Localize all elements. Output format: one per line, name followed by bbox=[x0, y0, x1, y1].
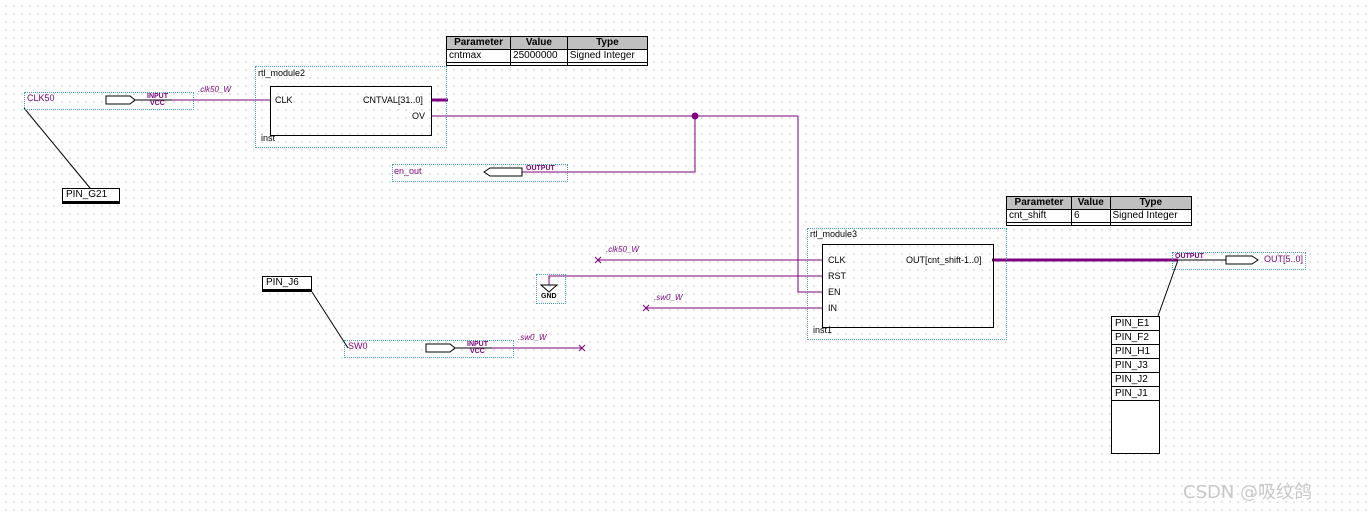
module3-port-clk: CLK bbox=[828, 255, 846, 265]
module3-port-out: OUT[cnt_shift-1..0] bbox=[906, 255, 982, 265]
output-symbol-en bbox=[483, 167, 523, 177]
sw-m3-net-label: .sw0_W bbox=[654, 293, 683, 302]
input-symbol-clk bbox=[105, 95, 136, 105]
no-connect-x bbox=[642, 304, 650, 312]
module3-param-table: Parameter Value Type cnt_shift 6 Signed … bbox=[1006, 196, 1193, 226]
module2-port-ov: OV bbox=[412, 111, 426, 121]
clk-net-label: .clk50_W bbox=[198, 85, 231, 94]
input-symbol-sw bbox=[425, 343, 456, 353]
module2-name: rtl_module2 bbox=[258, 68, 306, 78]
no-connect-x bbox=[578, 344, 586, 352]
module2-inst: inst bbox=[261, 133, 276, 143]
pin-pointer bbox=[23, 107, 91, 189]
sw-input-name: SW0 bbox=[348, 341, 368, 351]
pin-sw-box: PIN_J6 bbox=[262, 276, 312, 292]
module3-frame[interactable] bbox=[807, 228, 1007, 340]
output-symbol-out bbox=[1225, 255, 1259, 265]
watermark: CSDN @吸纹鸽 bbox=[1183, 482, 1313, 503]
param-cell: cntmax bbox=[445, 49, 512, 63]
gnd-symbol bbox=[539, 284, 559, 293]
param-cell: Signed Integer bbox=[566, 49, 649, 63]
module2-port-cntval: CNTVAL[31..0] bbox=[363, 95, 423, 105]
pin-out-item: PIN_J1 bbox=[1112, 387, 1159, 401]
wire-ov-en bbox=[797, 116, 822, 293]
module2-port-clk: CLK bbox=[275, 95, 293, 105]
param-header: Type bbox=[566, 36, 649, 50]
out-output-type: OUTPUT bbox=[1175, 253, 1204, 260]
pin-pointer bbox=[311, 291, 349, 349]
param-header: Parameter bbox=[1006, 196, 1072, 210]
module3-inst: inst1 bbox=[813, 325, 833, 335]
clk-m3-net-label: .clk50_W bbox=[606, 245, 639, 254]
pin-out-item: PIN_J3 bbox=[1112, 359, 1159, 373]
sw-input-type: INPUT bbox=[467, 341, 488, 348]
param-header: Parameter bbox=[445, 36, 512, 50]
pin-clk-box: PIN_G21 bbox=[62, 188, 120, 204]
pin-out-item: PIN_J2 bbox=[1112, 373, 1159, 387]
param-cell: 25000000 bbox=[510, 49, 568, 63]
sw-net-label: .sw0_W bbox=[518, 333, 547, 342]
module2-body[interactable] bbox=[270, 86, 432, 136]
module3-body[interactable] bbox=[822, 244, 994, 328]
module2-param-table: Parameter Value Type cntmax 25000000 Sig… bbox=[445, 36, 649, 66]
en-output-name: en_out bbox=[394, 166, 422, 176]
pin-out-list: PIN_E1 PIN_F2 PIN_H1 PIN_J3 PIN_J2 PIN_J… bbox=[1111, 316, 1160, 454]
param-cell: Signed Integer bbox=[1109, 209, 1193, 223]
sw-input-frame[interactable] bbox=[344, 340, 514, 358]
param-header: Type bbox=[1109, 196, 1193, 210]
param-header: Value bbox=[510, 36, 568, 50]
gnd-label: GND bbox=[541, 293, 557, 300]
pin-out-item: PIN_H1 bbox=[1112, 345, 1159, 359]
param-cell: 6 bbox=[1071, 209, 1111, 223]
en-output-type: OUTPUT bbox=[526, 165, 555, 172]
out-output-name: OUT[5..0] bbox=[1264, 254, 1304, 264]
module3-name: rtl_module3 bbox=[810, 229, 858, 239]
clk-input-frame[interactable] bbox=[24, 92, 194, 110]
module3-port-en: EN bbox=[828, 287, 841, 297]
param-cell: cnt_shift bbox=[1006, 209, 1072, 223]
module3-port-in: IN bbox=[828, 303, 837, 313]
gnd-frame[interactable] bbox=[536, 274, 566, 304]
wire-gnd-rst bbox=[548, 275, 822, 285]
clk-input-name: CLK50 bbox=[27, 93, 55, 103]
module3-port-rst: RST bbox=[828, 271, 846, 281]
pin-out-item: PIN_F2 bbox=[1112, 331, 1159, 345]
module2-frame[interactable] bbox=[255, 66, 447, 148]
wire-en-out bbox=[522, 116, 696, 173]
sw-input-default: VCC bbox=[470, 348, 485, 355]
out-output-frame[interactable] bbox=[1172, 252, 1306, 270]
pin-out-item: PIN_E1 bbox=[1112, 317, 1159, 331]
clk-input-type: INPUT bbox=[147, 93, 168, 100]
no-connect-x bbox=[594, 256, 602, 264]
param-header: Value bbox=[1071, 196, 1111, 210]
clk-input-default: VCC bbox=[150, 100, 165, 107]
en-output-frame[interactable] bbox=[392, 164, 568, 182]
